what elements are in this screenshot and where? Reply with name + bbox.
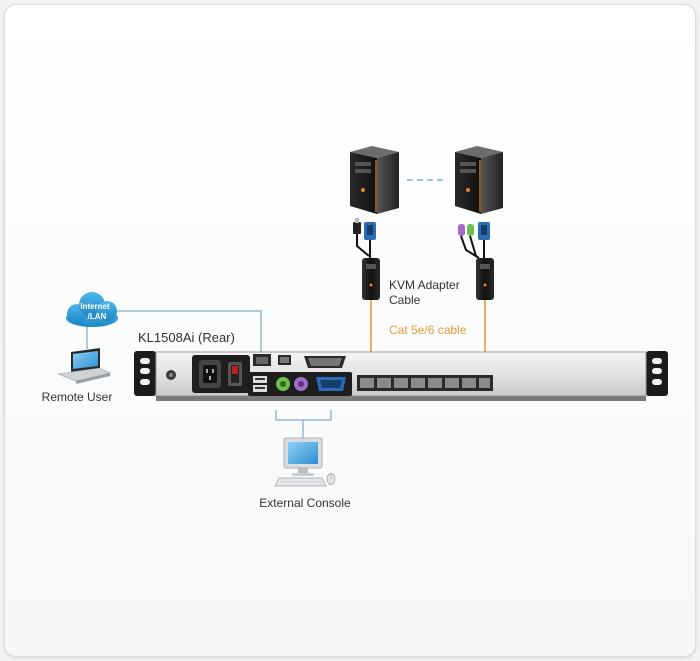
vga-port-icon [316, 377, 346, 391]
mouse-icon [326, 473, 336, 485]
cloud-label-line1: Internet [80, 302, 110, 311]
lan-link-line [116, 310, 262, 356]
cable-label: Cat 5e/6 cable [389, 323, 467, 337]
cloud-label-line2: /LAN [88, 312, 107, 321]
console-bracket-line [275, 410, 332, 421]
adapter-label-line1: KVM Adapter [389, 278, 460, 292]
power-switch-icon [228, 362, 242, 386]
keyboard-icon [274, 477, 327, 487]
db25-port-icon [304, 356, 346, 368]
kvm-adapter-icon [458, 222, 494, 300]
kvm-adapter-icon [353, 218, 380, 300]
tower-pc-icon [350, 146, 399, 214]
monitor-icon [283, 437, 323, 476]
power-socket-icon [199, 360, 221, 388]
remote-user-label: Remote User [42, 390, 113, 404]
usb-ports-icon [253, 376, 267, 392]
tower-pc-icon [455, 146, 503, 214]
laptop-icon [56, 348, 111, 384]
console-label: External Console [259, 496, 351, 510]
rj45-port-bank [357, 375, 493, 391]
device-label: KL1508Ai (Rear) [138, 330, 235, 345]
adapter-label-line2: Cable [389, 293, 421, 307]
cloud-icon [66, 292, 118, 327]
diagram-frame [4, 4, 696, 657]
kvm-rack-unit [134, 351, 668, 401]
